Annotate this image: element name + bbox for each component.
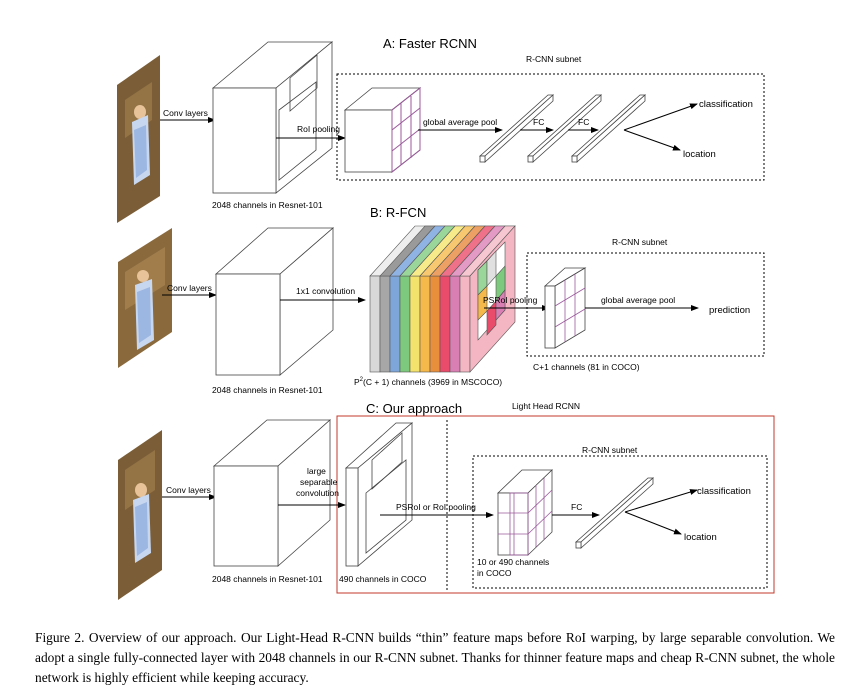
score-maps-b bbox=[369, 225, 516, 373]
fc-bar-3-a bbox=[570, 94, 647, 163]
position-sensitive-pooled-b bbox=[543, 267, 587, 349]
pred-label-b: prediction bbox=[709, 305, 750, 316]
thin-caption-c: 490 channels in COCO bbox=[339, 574, 427, 584]
panel-rfcn: B: R-FCN Conv layers 2048 channels in Re… bbox=[118, 205, 765, 395]
loc-label-c: location bbox=[684, 532, 717, 543]
loc-arrow-c bbox=[624, 511, 682, 535]
feature-map-b bbox=[214, 227, 335, 376]
thin-feature-map-c bbox=[344, 422, 414, 567]
cls-label-c: classification bbox=[697, 486, 751, 497]
lsc-label-line3-c: convolution bbox=[296, 488, 339, 498]
fc2-label-a: FC bbox=[578, 117, 589, 127]
subnet-title-c: R-CNN subnet bbox=[582, 445, 638, 455]
gap-label-b: global average pool bbox=[601, 295, 675, 305]
loc-label-a: location bbox=[683, 149, 716, 160]
figure-caption: Figure 2. Overview of our approach. Our … bbox=[35, 630, 835, 685]
panel-a-title: A: Faster RCNN bbox=[383, 36, 477, 51]
loc-arrow-a bbox=[623, 129, 681, 151]
input-image-b bbox=[118, 228, 172, 368]
panel-b-title: B: R-FCN bbox=[370, 205, 426, 220]
pooled-caption-line2-c: in COCO bbox=[477, 568, 512, 578]
lsc-label-line2-c: separable bbox=[300, 477, 338, 487]
rcnn-subnet-box-c bbox=[472, 455, 768, 589]
cplus1-caption-b: C+1 channels (81 in COCO) bbox=[533, 362, 640, 372]
cls-arrow-a bbox=[623, 103, 698, 131]
fc-bar-1-a bbox=[478, 94, 555, 163]
fc1-label-a: FC bbox=[533, 117, 544, 127]
architecture-figure: A: Faster RCNN Conv layers 2048 channels… bbox=[117, 36, 775, 600]
conv-label-c: Conv layers bbox=[166, 485, 211, 495]
feature-caption-a: 2048 channels in Resnet-101 bbox=[212, 200, 323, 210]
input-image-a bbox=[117, 55, 160, 223]
feature-map-c bbox=[212, 419, 332, 567]
feature-map-a bbox=[211, 41, 334, 194]
feature-caption-c: 2048 channels in Resnet-101 bbox=[212, 574, 323, 584]
roi-label-a: RoI pooling bbox=[297, 124, 340, 134]
feature-caption-b: 2048 channels in Resnet-101 bbox=[212, 385, 323, 395]
gap-label-a: global average pool bbox=[423, 117, 497, 127]
subnet-title-b: R-CNN subnet bbox=[612, 237, 668, 247]
pooled-caption-line1-c: 10 or 490 channels bbox=[477, 557, 549, 567]
conv-label-a: Conv layers bbox=[163, 108, 208, 118]
fc-bar-c bbox=[574, 477, 655, 549]
light-head-title-c: Light Head RCNN bbox=[512, 401, 580, 411]
cls-arrow-c bbox=[624, 489, 698, 513]
conv-label-b: Conv layers bbox=[167, 283, 212, 293]
pool-label-c: PSRoI or RoI pooling bbox=[396, 502, 476, 512]
fc-label-c: FC bbox=[571, 502, 582, 512]
roi-pooled-block-a bbox=[343, 86, 422, 174]
rcnn-subnet-box-a bbox=[336, 73, 765, 181]
fc-bar-2-a bbox=[526, 94, 603, 163]
psroi-label-b: PSRoI pooling bbox=[483, 295, 538, 305]
pooled-block-c bbox=[497, 469, 553, 556]
panel-faster-rcnn: A: Faster RCNN Conv layers 2048 channels… bbox=[117, 36, 765, 223]
panel-c-title: C: Our approach bbox=[366, 401, 462, 416]
lsc-label-line1-c: large bbox=[307, 466, 326, 476]
cls-label-a: classification bbox=[699, 99, 753, 110]
conv1x1-label-b: 1x1 convolution bbox=[296, 286, 355, 296]
score-caption-b: P2(C + 1) channels (3969 in MSCOCO) bbox=[354, 377, 502, 387]
input-image-c bbox=[118, 430, 162, 600]
panel-our-approach: C: Our approach Light Head RCNN Conv lay… bbox=[118, 401, 775, 600]
subnet-title-a: R-CNN subnet bbox=[526, 54, 582, 64]
rcnn-subnet-box-b bbox=[526, 252, 765, 357]
